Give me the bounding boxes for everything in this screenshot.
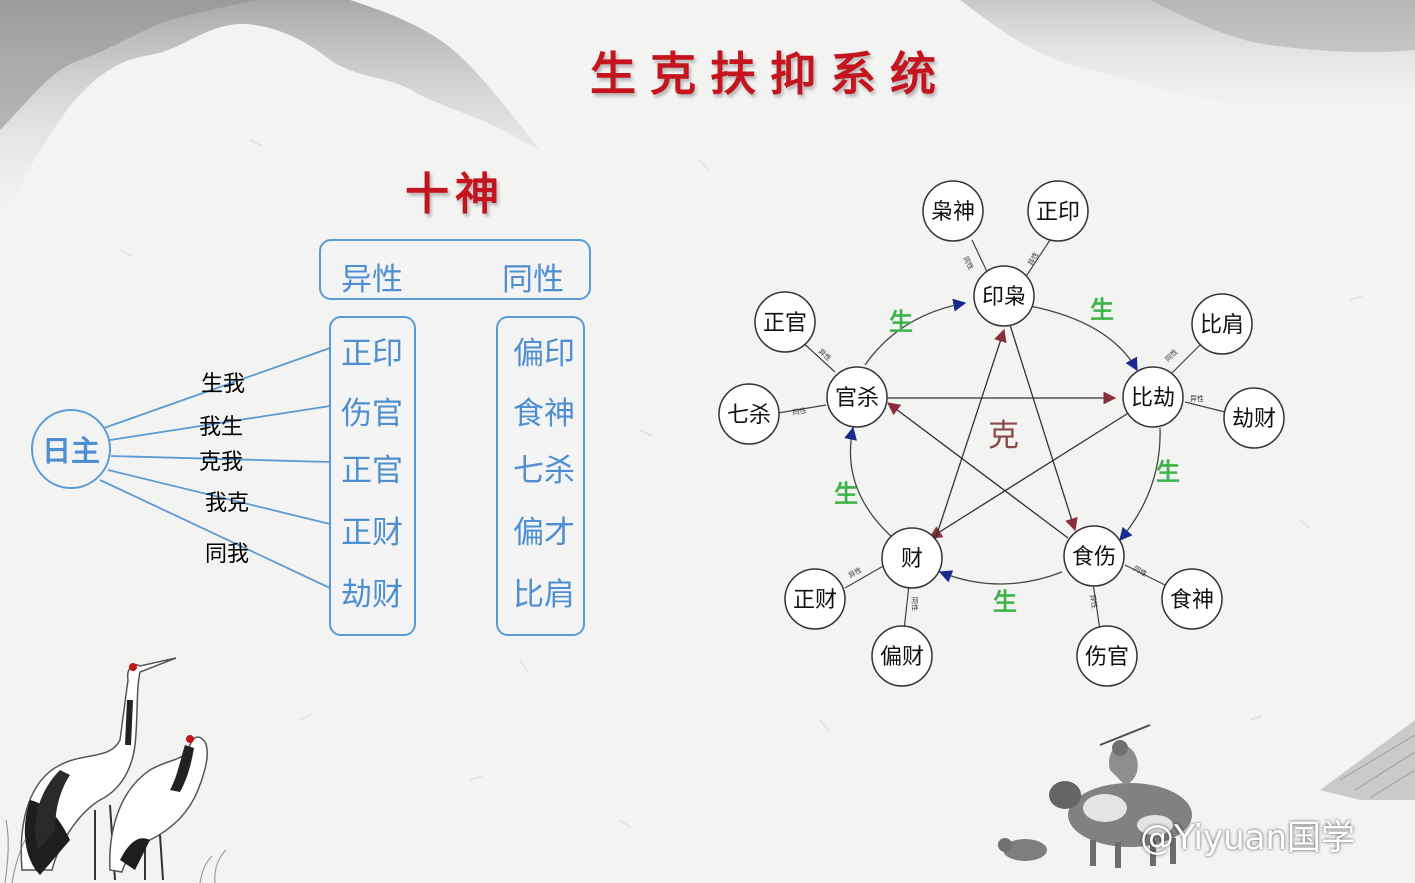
line-to-shangguan	[109, 405, 331, 441]
sat-jiecai	[1223, 387, 1285, 449]
sat-zhengyin	[1027, 180, 1089, 242]
sat-label-shishen: 食神	[1170, 588, 1214, 613]
ke-line-shi-guan	[886, 402, 1069, 539]
ke-line-yin-shi	[1009, 324, 1078, 532]
sat-label-zhengcai: 正财	[793, 588, 837, 613]
line-to-jiecai	[99, 479, 331, 589]
node-label-yinxiao: 印枭	[982, 285, 1026, 310]
sat-label-bijian: 比肩	[1200, 313, 1244, 338]
tag-zhengguan: 异性	[817, 347, 833, 363]
ke-line-bi-cai	[928, 411, 1131, 539]
header-tongxing: 同性	[502, 262, 564, 298]
node-shishang	[1063, 525, 1125, 587]
tag-zhengyin: 异性	[1026, 250, 1041, 267]
tongxing-qisha: 七杀	[513, 453, 575, 489]
crane-illustration	[20, 657, 208, 881]
ke-line-cai-yin	[934, 328, 1007, 541]
sheng-arc-guan-yin	[864, 298, 967, 366]
node-yinxiao	[973, 265, 1035, 327]
ke-label: 克	[988, 418, 1019, 454]
sat-xiaoshen	[922, 180, 984, 242]
sheng-arc-yin-bi	[1029, 305, 1138, 372]
tag-bijian: 同性	[1163, 347, 1179, 363]
node-cai	[881, 527, 943, 589]
relation-wo-sheng: 我生	[199, 415, 244, 440]
tongxing-piancai: 偏才	[513, 515, 575, 551]
sat-shangguan	[1076, 625, 1138, 687]
node-label-bijie: 比劫	[1131, 386, 1175, 411]
tongxing-bijian: 比肩	[513, 577, 575, 613]
tag-xiaoshen: 同性	[961, 255, 976, 272]
sat-label-jiecai: 劫财	[1232, 407, 1276, 432]
yixing-zhengcai: 正财	[341, 515, 403, 551]
relation-wo-ke: 我克	[205, 491, 250, 516]
yixing-jiecai: 劫财	[341, 577, 403, 613]
sat-label-qisha: 七杀	[727, 403, 771, 428]
tag-zhengcai: 异性	[847, 565, 864, 580]
node-guansha	[826, 366, 888, 428]
yixing-column-box	[329, 316, 416, 636]
watermark: @Yiyuan国学	[1140, 818, 1356, 858]
header-yixing: 异性	[341, 262, 403, 298]
yixing-zhengyin: 正印	[341, 336, 403, 372]
sheng-label-2: 生	[1156, 458, 1180, 486]
node-label-shishang: 食伤	[1072, 545, 1116, 570]
tag-piancai: 同性	[910, 597, 919, 611]
sat-label-zhengguan: 正官	[763, 311, 807, 336]
yixing-zhengguan: 正官	[341, 453, 403, 489]
tongxing-pianyin: 偏印	[513, 336, 575, 372]
page-title: 生克扶抑系统	[590, 47, 950, 101]
sat-qisha	[718, 383, 780, 445]
line-to-zhengyin	[103, 347, 331, 429]
node-label-cai: 财	[901, 547, 923, 572]
sat-bijian	[1191, 293, 1253, 355]
tag-jiecai: 异性	[1190, 394, 1204, 403]
rizhu-circle: 日主	[31, 409, 111, 489]
tongxing-shishen: 食神	[513, 396, 575, 432]
sheng-arc-cai-guan	[844, 426, 894, 539]
shishen-title: 十神	[405, 169, 505, 220]
tag-qisha: 同性	[792, 406, 807, 417]
tongxing-column-box	[496, 316, 585, 636]
sheng-label-3: 生	[993, 588, 1017, 616]
sat-zhengguan	[754, 291, 816, 353]
sheng-arc-shi-cai	[938, 570, 1063, 585]
yixing-shangguan: 伤官	[341, 396, 403, 432]
sat-shishen	[1161, 568, 1223, 630]
sheng-label-1: 生	[1090, 296, 1114, 324]
sat-label-xiaoshen: 枭神	[931, 200, 975, 225]
relation-tong-wo: 同我	[205, 542, 250, 567]
gender-header-box	[319, 239, 591, 300]
sheng-label-4: 生	[834, 480, 858, 508]
relation-ke-wo: 克我	[199, 450, 244, 475]
sheng-label-5: 生	[889, 308, 913, 336]
sat-label-piancai: 偏财	[880, 645, 924, 670]
sat-zhengcai	[784, 568, 846, 630]
sat-piancai	[871, 625, 933, 687]
node-bijie	[1122, 366, 1184, 428]
sheng-arc-bi-shi	[1119, 427, 1161, 541]
line-to-zhengcai	[107, 469, 331, 525]
tag-shangguan: 异性	[1088, 594, 1099, 609]
relation-sheng-wo: 生我	[201, 372, 246, 397]
line-to-zhengguan	[110, 455, 331, 463]
sat-label-shangguan: 伤官	[1085, 645, 1129, 670]
sat-label-zhengyin: 正印	[1036, 200, 1080, 225]
node-label-guansha: 官杀	[835, 386, 879, 411]
